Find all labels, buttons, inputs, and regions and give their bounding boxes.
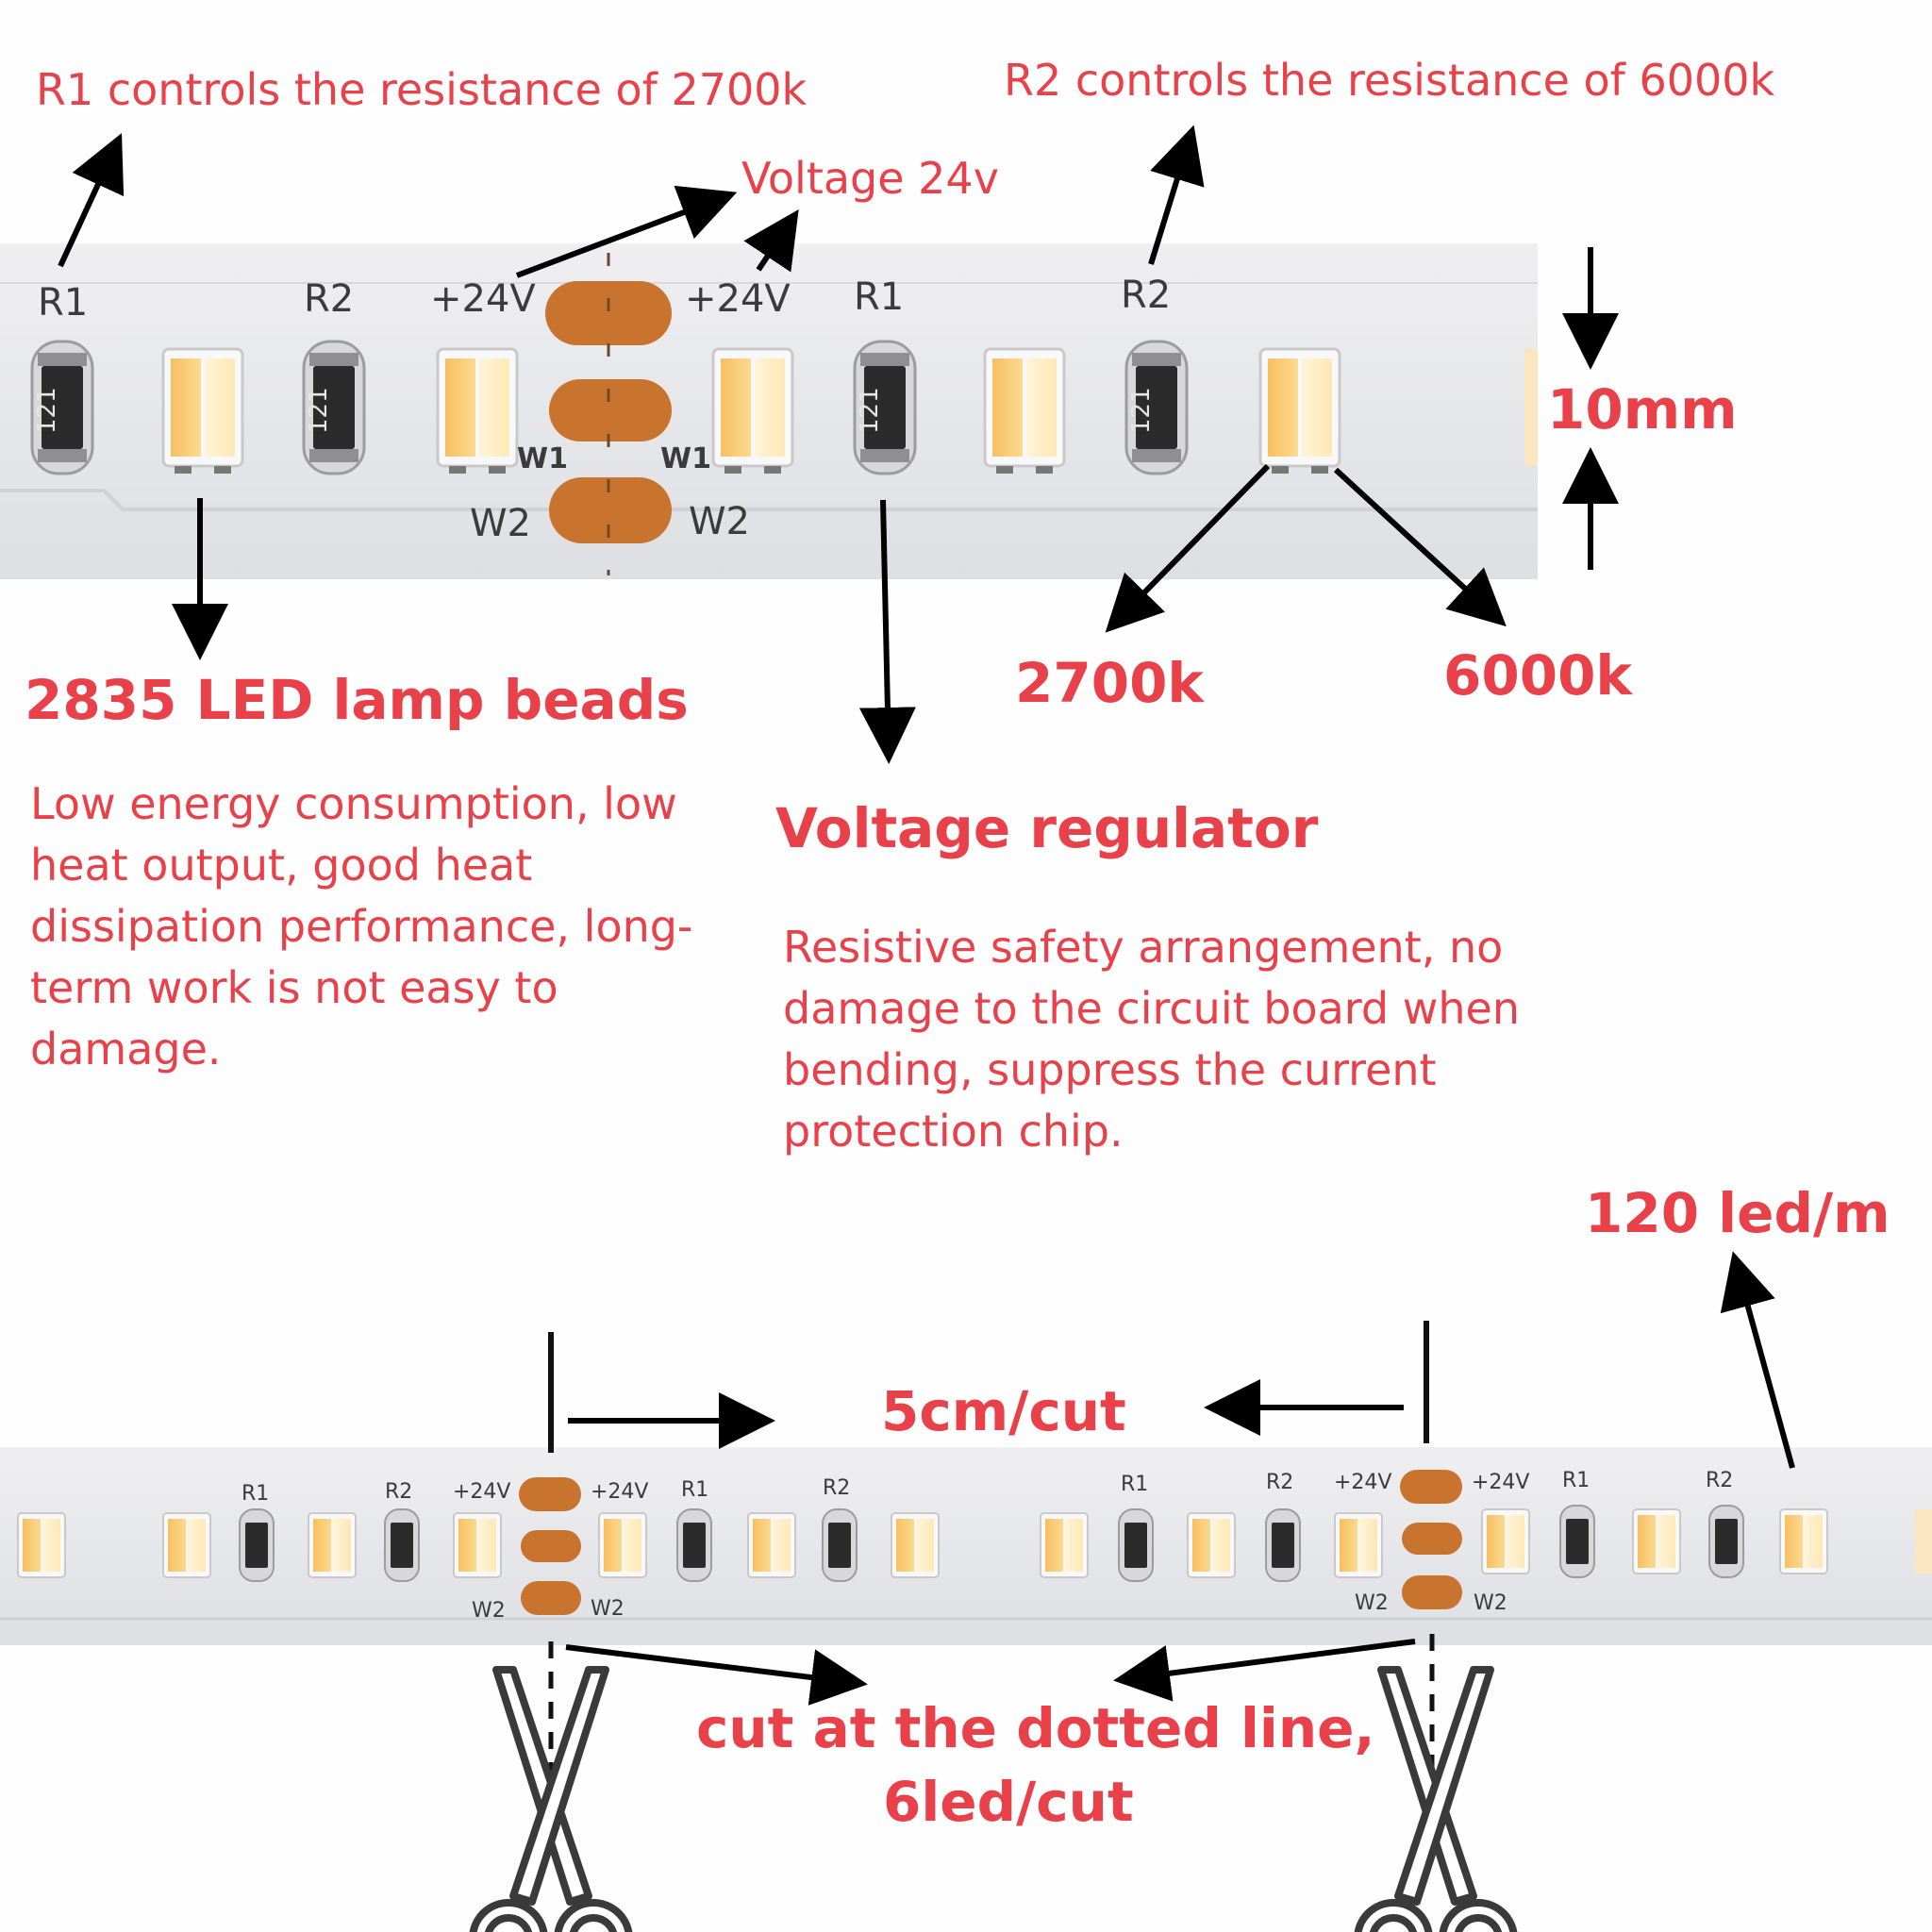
pcb-label-r2: R2 (1266, 1471, 1293, 1494)
pcb-label-r1: R1 (854, 275, 904, 319)
arrow (1113, 1639, 1416, 1702)
pcb-label-r1: R1 (1562, 1469, 1590, 1492)
pcb-label-r2: R2 (304, 277, 354, 321)
cut-length-label: 5cm/cut (881, 1379, 1126, 1443)
led-bead-small (1187, 1512, 1236, 1578)
pcb-label-w2: W2 (1474, 1591, 1507, 1615)
led-bead-small (1481, 1508, 1530, 1574)
led-bead-e (1258, 347, 1341, 475)
pcb-label-w1: W1 (517, 442, 568, 475)
temp-warm-label: 2700k (1015, 651, 1204, 715)
led-bead-small (162, 1512, 211, 1578)
regulator-description: Resistive safety arrangement, no damage … (783, 922, 1520, 1157)
led-bead-small (1334, 1512, 1383, 1578)
resistor-small (239, 1508, 275, 1582)
pcb-label-r2: R2 (385, 1480, 412, 1504)
resistor-small (1559, 1505, 1595, 1578)
arrow (58, 133, 125, 268)
resistor-code: 121 (33, 387, 61, 434)
arrow (858, 499, 916, 764)
led-bead-small (17, 1512, 66, 1578)
pcb-label-r2: R2 (1121, 274, 1171, 317)
pcb-label-plus24v: +24V (1334, 1471, 1391, 1494)
arrow (743, 209, 799, 273)
pcb-label-plus24v: +24V (430, 277, 536, 321)
pcb-label-w2: W2 (1355, 1591, 1389, 1615)
temp-cool-label: 6000k (1443, 643, 1632, 708)
led-strip-closeup: R1 R2 +24V +24V R1 R2 W1 W1 W2 W2 121 12… (0, 243, 1538, 579)
arrow (515, 185, 738, 278)
resistor-small (1265, 1508, 1301, 1582)
led-bead-small (308, 1512, 357, 1578)
regulator-title: Voltage regulator (775, 796, 1319, 860)
solder-pads-right (1400, 1470, 1462, 1609)
width-label: 10mm (1547, 377, 1738, 441)
led-bead-small (747, 1512, 796, 1578)
pcb-label-plus24v: +24V (1472, 1471, 1529, 1494)
led-bead-small (891, 1512, 940, 1578)
pcb-label-r1: R1 (1121, 1473, 1148, 1496)
pcb-label-w2: W2 (470, 502, 531, 545)
cut-instruction-line1: cut at the dotted line, (696, 1696, 1375, 1760)
pcb-label-w2: W2 (591, 1597, 625, 1621)
solder-pads-top (545, 253, 672, 575)
led-bead-small (1040, 1512, 1089, 1578)
led-bead-b (436, 347, 519, 475)
arrow (565, 1644, 868, 1706)
cut-instruction-line2: 6led/cut (883, 1770, 1134, 1834)
pcb-label-w2: W2 (472, 1599, 506, 1623)
arrows (58, 125, 1795, 1706)
resistor-small (822, 1508, 858, 1582)
scissors-icon (1357, 1670, 1514, 1932)
led-bead-c (711, 347, 794, 475)
led-title: 2835 LED lamp beads (25, 668, 689, 732)
resistor-small (1708, 1505, 1744, 1578)
pcb-label-plus24v: +24V (453, 1480, 510, 1504)
led-bead-small (1632, 1508, 1681, 1574)
pcb-label-r2: R2 (1706, 1469, 1733, 1492)
resistor-code: 121 (305, 387, 333, 434)
led-bead-small (453, 1512, 502, 1578)
pcb-label-plus24v: +24V (685, 277, 791, 321)
r1-note: R1 controls the resistance of 2700k (36, 64, 808, 115)
solder-pads-left (519, 1477, 581, 1615)
led-bead-a (161, 347, 244, 475)
resistor-small (676, 1508, 712, 1582)
arrow (1148, 125, 1205, 265)
arrow (1333, 467, 1507, 627)
pcb-label-plus24v: +24V (591, 1480, 648, 1504)
resistor-small (1118, 1508, 1154, 1582)
resistor-code: 121 (856, 387, 884, 434)
led-bead-small (1779, 1508, 1828, 1574)
led-description: Low energy consumption, low heat output,… (30, 778, 693, 1074)
pcb-label-r1: R1 (38, 281, 88, 325)
resistor-code: 121 (1127, 387, 1156, 434)
led-strip-overview: R1 R2 +24V +24V R1 R2 W2 W2 R1 R2 +24V +… (0, 1447, 1932, 1645)
voltage-note: Voltage 24v (741, 153, 999, 204)
density-label: 120 led/m (1585, 1181, 1890, 1245)
arrow (1720, 1251, 1795, 1469)
resistor-small (384, 1508, 420, 1582)
pcb-label-r1: R1 (242, 1482, 269, 1506)
r2-note: R2 controls the resistance of 6000k (1004, 55, 1775, 106)
pcb-label-r2: R2 (823, 1476, 850, 1500)
led-bead-d (983, 347, 1066, 475)
arrow (1105, 463, 1271, 633)
pcb-label-r1: R1 (681, 1478, 708, 1502)
led-bead-small (598, 1512, 647, 1578)
pcb-label-w1: W1 (660, 442, 711, 475)
pcb-label-w2: W2 (689, 500, 750, 543)
